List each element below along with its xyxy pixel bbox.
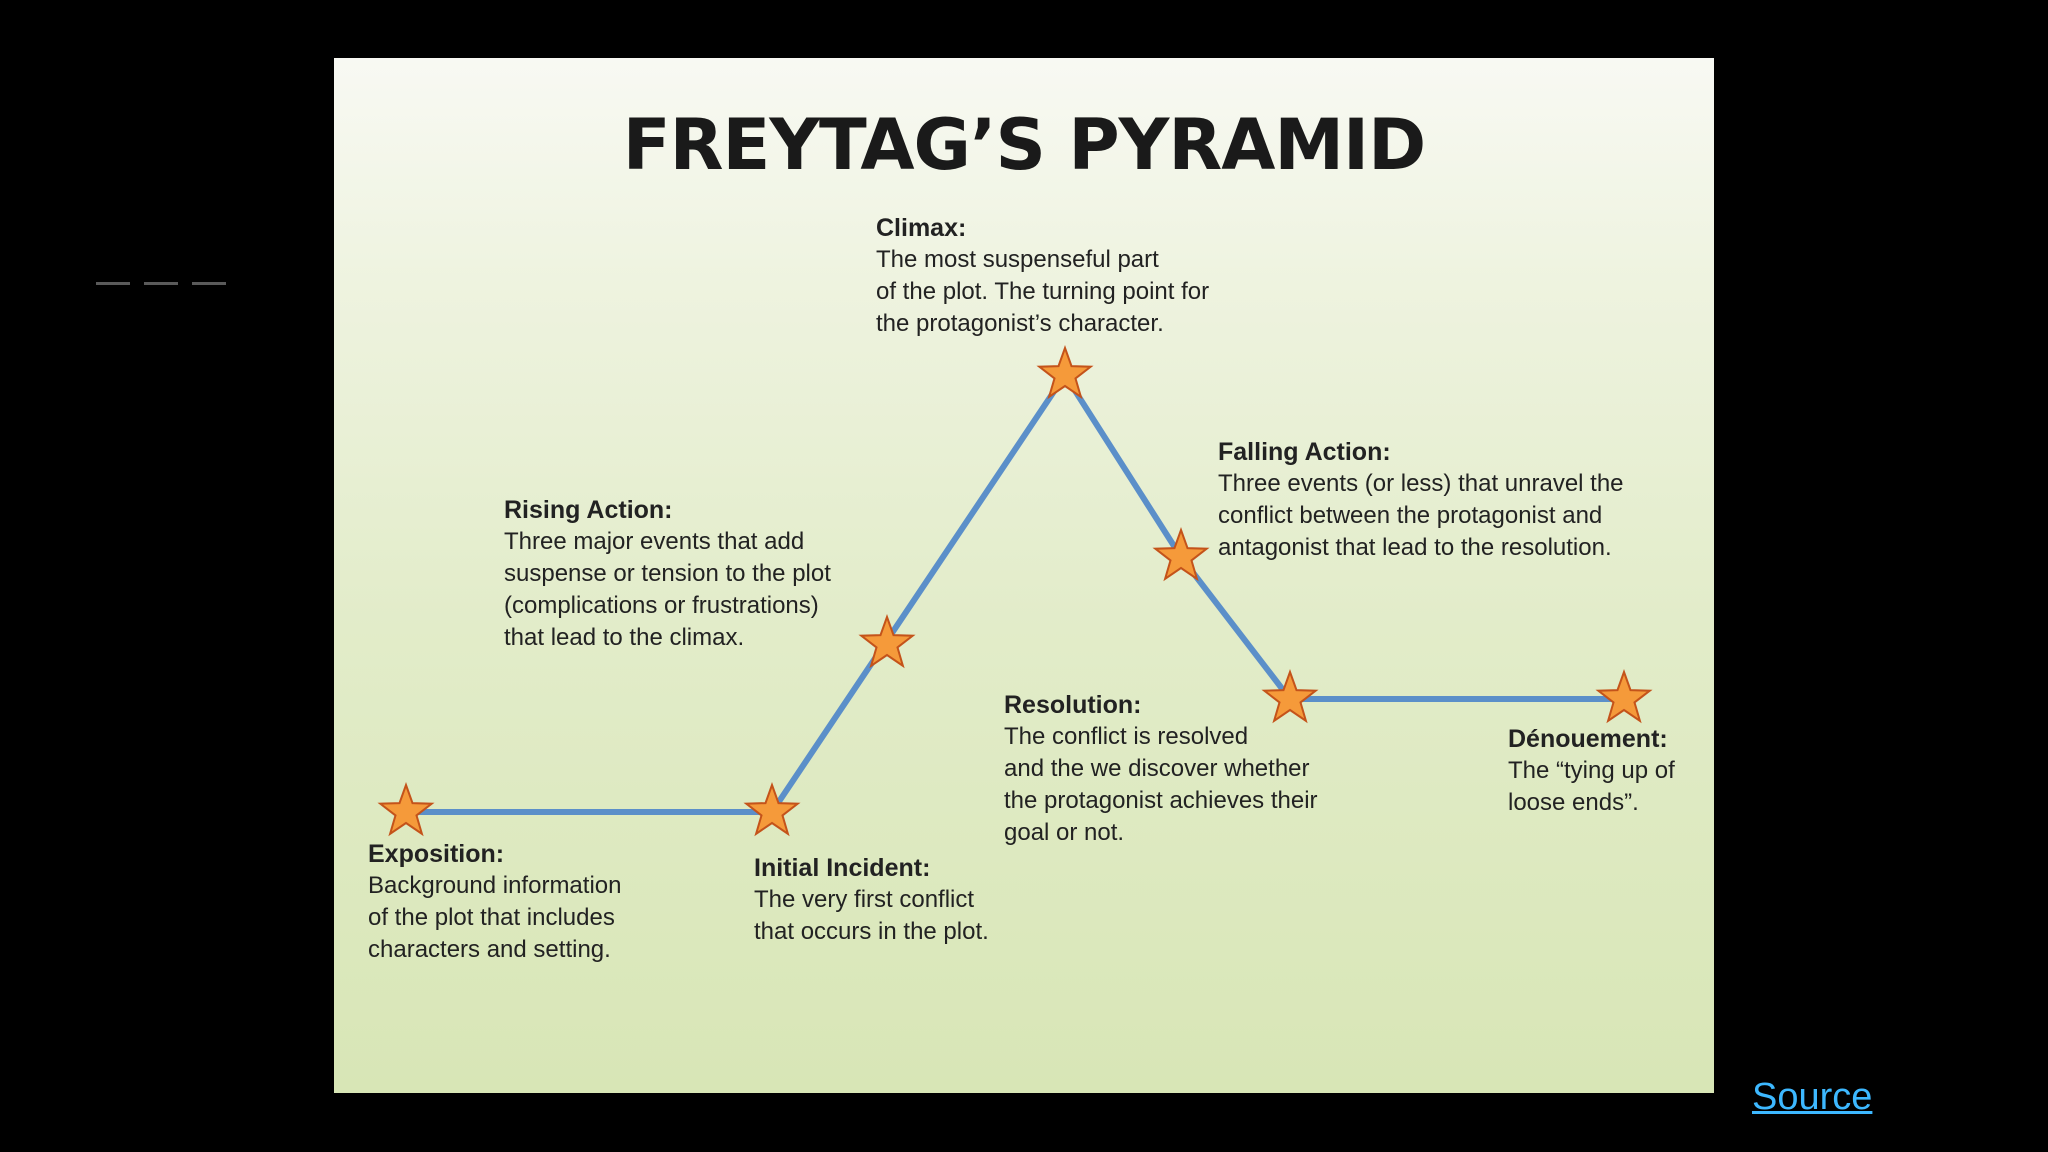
callout-heading: Rising Action: xyxy=(504,496,673,524)
callout-exposition: Exposition: Background information of th… xyxy=(368,838,621,966)
star-icon xyxy=(858,614,916,669)
callout-heading: Falling Action: xyxy=(1218,438,1391,466)
star-icon xyxy=(1261,669,1319,724)
callout-body: Background information of the plot that … xyxy=(368,872,622,963)
callout-body: The “tying up of loose ends”. xyxy=(1508,757,1675,816)
callout-body: Three events (or less) that unravel the … xyxy=(1218,470,1624,561)
callout-body: The conflict is resolved and the we disc… xyxy=(1004,723,1318,846)
nav-dash xyxy=(144,282,178,285)
callout-body: The most suspenseful part of the plot. T… xyxy=(876,246,1210,337)
nav-dash xyxy=(96,282,130,285)
source-link[interactable]: Source xyxy=(1752,1076,1873,1118)
callout-body: The very first conflict that occurs in t… xyxy=(754,886,989,945)
callout-heading: Exposition: xyxy=(368,840,505,868)
nav-dash xyxy=(192,282,226,285)
freytag-pyramid-slide: FREYTAG’S PYRAMID Exposition: Background… xyxy=(334,58,1714,1093)
callout-initial-incident: Initial Incident: The very first conflic… xyxy=(754,852,989,948)
star-icon xyxy=(377,782,435,837)
slide-nav-indicator xyxy=(96,282,226,285)
star-icon xyxy=(743,782,801,837)
callout-heading: Resolution: xyxy=(1004,691,1142,719)
callout-heading: Climax: xyxy=(876,214,967,242)
callout-heading: Dénouement: xyxy=(1508,725,1668,753)
plot-line xyxy=(406,372,1624,815)
star-icon xyxy=(1595,669,1653,724)
callout-falling-action: Falling Action: Three events (or less) t… xyxy=(1218,436,1624,564)
callout-rising-action: Rising Action: Three major events that a… xyxy=(504,494,831,654)
slide-title: FREYTAG’S PYRAMID xyxy=(622,104,1426,186)
callout-denouement: Dénouement: The “tying up of loose ends”… xyxy=(1508,723,1675,819)
star-icon xyxy=(1152,527,1210,582)
callout-climax: Climax: The most suspenseful part of the… xyxy=(876,212,1209,340)
callout-body: Three major events that add suspense or … xyxy=(504,528,831,651)
callout-resolution: Resolution: The conflict is resolved and… xyxy=(1004,689,1318,849)
pyramid-diagram xyxy=(377,345,1653,837)
callout-heading: Initial Incident: xyxy=(754,854,931,882)
star-icon xyxy=(1036,345,1094,400)
